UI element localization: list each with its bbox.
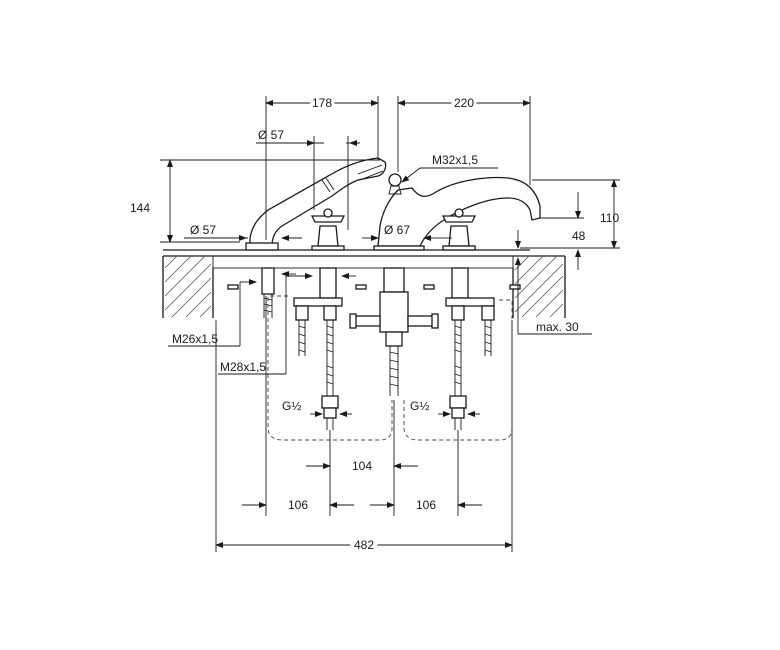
dim-m32: M32x1,5 [432,153,478,167]
under-deck-plumbing [227,267,521,441]
dim-106-left: 106 [288,498,308,512]
left-cross-handle [310,208,346,251]
dim-48: 48 [572,229,586,243]
hand-shower [245,157,387,251]
dimension-labels: 178 220 Ø 57 M32x1,5 144 Ø 57 Ø 67 110 4… [130,93,619,556]
right-cross-handle [441,208,477,251]
dim-110: 110 [600,211,619,225]
dim-m26: M26x1,5 [172,332,218,346]
dim-max-30: max. 30 [536,320,579,334]
dim-178: 178 [312,96,332,110]
dim-106-right: 106 [416,498,436,512]
deck-plate [162,249,566,318]
dimension-lines [160,96,620,552]
dim-m28: M28x1,5 [220,360,266,374]
dim-104: 104 [352,459,372,473]
dim-dia-57-left: Ø 57 [190,223,216,237]
bath-spout [373,173,541,251]
dim-220: 220 [454,96,474,110]
dim-g-half-right: G½ [410,399,429,413]
dim-dia-57-top: Ø 57 [258,128,284,142]
dim-482: 482 [354,538,374,552]
dim-g-half-left: G½ [282,399,301,413]
dim-dia-67: Ø 67 [384,223,410,237]
dim-144: 144 [130,201,150,215]
